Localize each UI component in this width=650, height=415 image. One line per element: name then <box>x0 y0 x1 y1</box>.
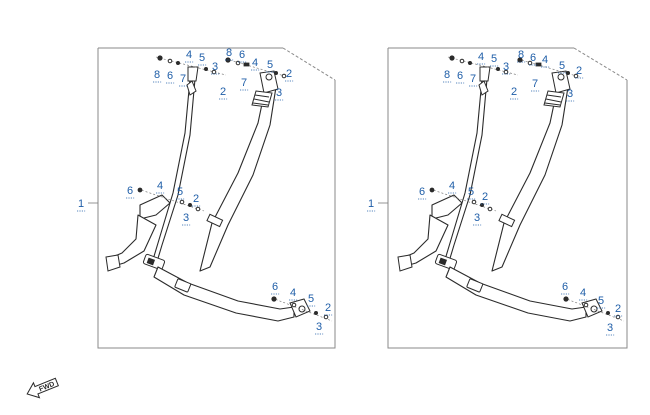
callout-label: 6 <box>167 70 173 82</box>
callout-label: 8 <box>226 47 232 59</box>
assembly-panel-2: 1 8 6 7 4 5 3 2 8 6 7 4 5 3 2 6 4 5 3 2 … <box>367 47 628 349</box>
callout-label: 7 <box>241 77 247 89</box>
callout-label: 4 <box>252 57 258 69</box>
callout-label: 3 <box>503 61 509 73</box>
callout-label: 5 <box>308 293 314 305</box>
callout-label: 3 <box>316 321 322 333</box>
callout-label: 2 <box>615 303 621 315</box>
callout-label: 5 <box>491 53 497 65</box>
callouts-top-left: 8 6 7 4 5 3 2 <box>153 49 228 100</box>
forward-arrow-icon <box>26 377 59 399</box>
seat-belt-assembly-illustration <box>105 55 333 322</box>
callout-label: 4 <box>580 287 586 299</box>
callout-label: 8 <box>444 69 450 81</box>
callout-label: 4 <box>186 49 192 61</box>
callout-label: 6 <box>562 281 568 293</box>
main-ref-callout: 1 <box>78 198 84 210</box>
main-ref-callout: 1 <box>368 198 374 210</box>
callouts-top-left: 8 6 7 4 5 3 2 <box>443 51 519 100</box>
callout-label: 6 <box>457 70 463 82</box>
callout-label: 5 <box>468 186 474 198</box>
callout-label: 5 <box>267 59 273 71</box>
callout-label: 6 <box>419 186 425 198</box>
callouts-buckle: 6 4 5 3 2 <box>126 180 201 226</box>
callout-label: 3 <box>474 212 480 224</box>
callout-label: 4 <box>290 287 296 299</box>
callout-label: 5 <box>177 186 183 198</box>
callouts-lower: 6 4 5 3 2 <box>271 281 333 335</box>
callout-label: 5 <box>559 60 565 72</box>
callout-label: 3 <box>276 87 282 99</box>
forward-label: FWD <box>38 381 55 393</box>
callout-label: 3 <box>567 88 573 100</box>
forward-indicator: FWD <box>26 377 59 399</box>
callout-label: 4 <box>542 54 548 66</box>
callout-label: 7 <box>470 73 476 85</box>
callout-label: 4 <box>449 180 455 192</box>
callout-label: 3 <box>607 322 613 334</box>
callout-label: 6 <box>530 52 536 64</box>
callout-label: 8 <box>154 69 160 81</box>
callout-label: 7 <box>180 73 186 85</box>
callouts-buckle: 6 4 5 3 2 <box>418 180 490 226</box>
callout-label: 6 <box>127 185 133 197</box>
callout-label: 4 <box>157 180 163 192</box>
callout-label: 6 <box>239 49 245 61</box>
callout-label: 7 <box>532 78 538 90</box>
callout-label: 2 <box>511 86 517 98</box>
callout-label: 5 <box>199 52 205 64</box>
callout-label: 2 <box>482 191 488 203</box>
callouts-top-right: 8 6 7 4 5 3 2 <box>225 47 294 101</box>
callouts-lower: 6 4 5 3 2 <box>561 281 623 336</box>
assembly-panel-1: 1 8 6 7 4 5 3 2 8 6 7 4 5 3 2 6 4 5 3 2 <box>77 47 336 349</box>
callout-label: 8 <box>518 49 524 61</box>
callout-label: 2 <box>220 86 226 98</box>
callouts-top-right: 8 6 7 4 5 3 2 <box>517 49 584 102</box>
callout-label: 3 <box>212 61 218 73</box>
callout-label: 2 <box>286 68 292 80</box>
callout-label: 6 <box>272 281 278 293</box>
callout-label: 2 <box>193 193 199 205</box>
callout-label: 4 <box>478 51 484 63</box>
callout-label: 2 <box>576 65 582 77</box>
callout-label: 2 <box>325 302 331 314</box>
callout-label: 3 <box>183 212 189 224</box>
callout-label: 5 <box>598 295 604 307</box>
